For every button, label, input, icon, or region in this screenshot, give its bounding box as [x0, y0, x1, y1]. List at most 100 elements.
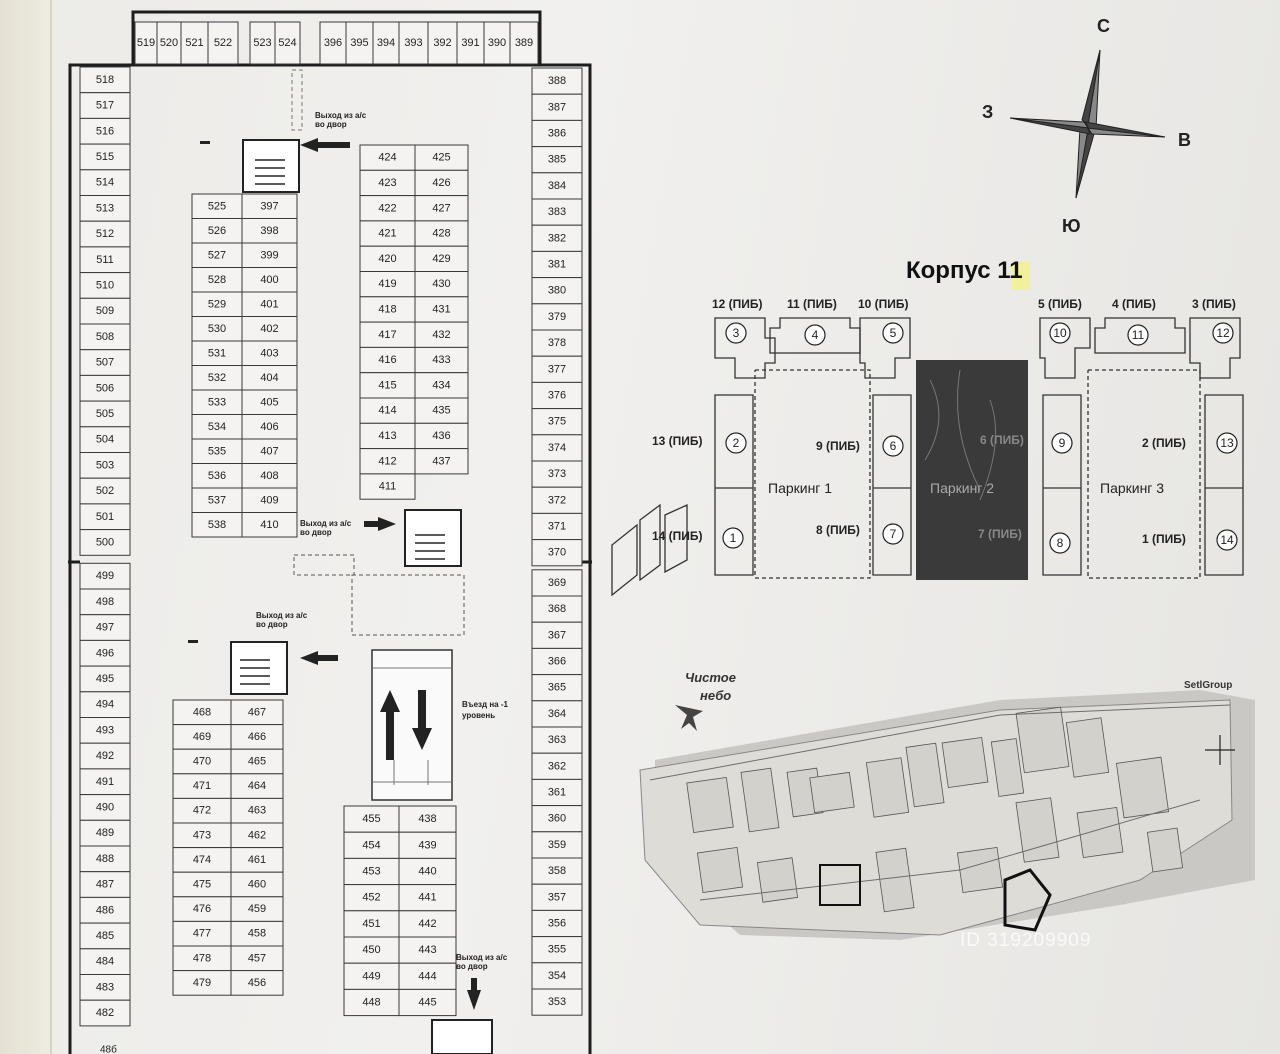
parking-spot: 426 — [414, 169, 469, 197]
spot-number: 374 — [548, 442, 566, 454]
spot-number: 464 — [248, 780, 266, 792]
parking-spot: 363 — [531, 726, 583, 754]
spot-number: 443 — [418, 944, 436, 956]
spot-number: 379 — [548, 311, 566, 323]
section-number: 8 — [1057, 536, 1064, 550]
spot-number: 363 — [548, 734, 566, 746]
watermark-id: ID 319209909 — [960, 930, 1092, 951]
spot-number: 432 — [432, 329, 450, 341]
spot-number: 407 — [260, 445, 278, 457]
spot-number: 378 — [548, 337, 566, 349]
parking-spot: 402 — [241, 316, 298, 342]
spot-number: 452 — [362, 892, 380, 904]
spot-number: 388 — [548, 75, 566, 87]
parking-spot: 453 — [343, 857, 400, 886]
spot-number: 398 — [260, 225, 278, 237]
parking-spot: 391 — [456, 21, 485, 65]
parking-spot: 376 — [531, 381, 583, 410]
spot-number: 455 — [362, 813, 380, 825]
parking-spot: 424 — [359, 144, 416, 171]
section-circle — [804, 324, 826, 346]
spot-number: 373 — [548, 468, 566, 480]
parking-spot: 487 — [79, 871, 131, 898]
parking-spot: 473 — [172, 822, 232, 849]
spot-number: 430 — [432, 278, 450, 290]
parking-spot: 463 — [230, 797, 284, 824]
parking-spot: 381 — [531, 250, 583, 279]
parking-spot: 430 — [414, 271, 469, 298]
spot-number: 527 — [208, 249, 226, 261]
spot-number: 489 — [96, 827, 114, 839]
spot-number: 523 — [253, 37, 271, 49]
parking-spot: 437 — [414, 448, 469, 475]
spot-number: 528 — [208, 274, 226, 286]
spot-number: 440 — [418, 866, 436, 878]
section-circle — [1216, 432, 1238, 454]
spot-number: 435 — [432, 405, 450, 417]
parking-spot: 439 — [398, 831, 457, 859]
spot-number: 431 — [432, 303, 450, 315]
sitemap-building — [1115, 756, 1170, 819]
parking-spot: 370 — [531, 539, 583, 567]
spot-number: 504 — [96, 434, 114, 446]
parking-spot: 494 — [79, 691, 131, 718]
parking-spot: 406 — [241, 414, 298, 440]
parking-spot: 362 — [531, 752, 583, 780]
spot-number: 375 — [548, 416, 566, 428]
spot-number: 426 — [432, 177, 450, 189]
spot-number: 531 — [208, 347, 226, 359]
section-circle — [1049, 322, 1071, 344]
parking-spot: 455 — [343, 805, 400, 833]
spot-number: 386 — [548, 128, 566, 140]
spot-number: 515 — [96, 151, 114, 163]
parking-spot: 505 — [79, 400, 131, 428]
parking-spot: 449 — [343, 962, 400, 990]
parking-spot: 456 — [230, 970, 284, 996]
spot-number: 496 — [96, 647, 114, 659]
parking-spot: 471 — [172, 773, 232, 799]
spot-number: 486 — [96, 904, 114, 916]
spot-number: 479 — [193, 977, 211, 989]
parking-spot: 521 — [180, 21, 209, 65]
spot-number: 467 — [248, 706, 266, 718]
label-3-pib: 3 (ПИБ) — [1192, 297, 1236, 311]
parking-spot: 467 — [230, 699, 284, 726]
sheet-margin-line — [50, 0, 52, 1054]
section-number: 7 — [890, 527, 897, 541]
parking-spot: 436 — [414, 422, 469, 450]
spot-number: 392 — [433, 37, 451, 49]
spot-number: 491 — [96, 776, 114, 788]
spot-number: 535 — [208, 445, 226, 457]
parking-spot: 512 — [79, 220, 131, 248]
parking-spot: 488 — [79, 845, 131, 873]
spot-number: 355 — [548, 944, 566, 956]
parking-spot: 475 — [172, 871, 232, 898]
spot-number: 438 — [418, 813, 436, 825]
spot-number: 514 — [96, 177, 114, 189]
parking-spot: 367 — [531, 621, 583, 649]
parking-spot: 395 — [345, 21, 374, 65]
parking-spot: 525 — [191, 193, 243, 219]
parking-spot: 372 — [531, 486, 583, 514]
parking-spot: 503 — [79, 452, 131, 479]
parking-spot: 377 — [531, 355, 583, 383]
label-2-pib: 2 (ПИБ) — [1142, 436, 1186, 450]
exit-label-4b: во двор — [456, 962, 488, 971]
spot-number: 449 — [362, 970, 380, 982]
parking-spot: 520 — [156, 21, 182, 65]
section-number: 4 — [812, 328, 819, 342]
compass-rose: С Ю З В — [982, 16, 1191, 236]
parking-spot: 378 — [531, 329, 583, 357]
spot-number: 354 — [548, 970, 566, 982]
label-5-pib: 5 (ПИБ) — [1038, 297, 1082, 311]
brand-label: SetlGroup — [1184, 680, 1233, 691]
parking-spot: 490 — [79, 794, 131, 821]
exit-label-4a: Выход из а/с — [456, 953, 508, 962]
spot-number: 360 — [548, 813, 566, 825]
spot-number: 506 — [96, 382, 114, 394]
spot-number: 492 — [96, 750, 114, 762]
sitemap-building — [1065, 717, 1110, 778]
spot-number: 494 — [96, 699, 114, 711]
parking-spot: 438 — [398, 805, 457, 833]
parking-spot: 415 — [359, 372, 416, 399]
